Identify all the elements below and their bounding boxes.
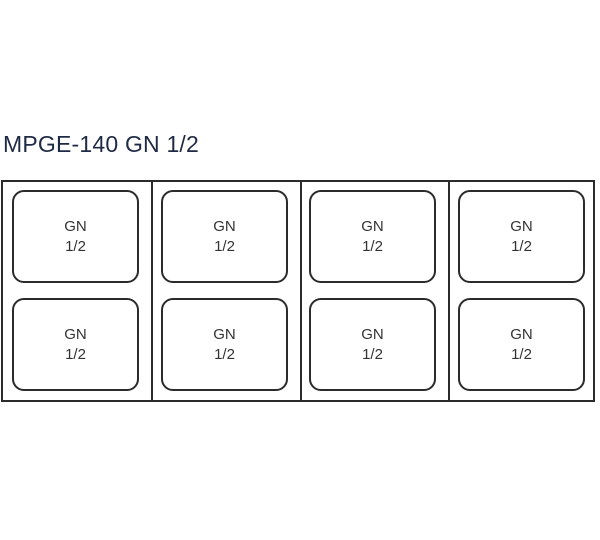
pan-label-size: 1/2 [362,345,383,363]
column-divider [151,182,153,400]
pan-label-gn: GN [64,325,87,343]
gn-pan: GN 1/2 [458,190,585,283]
pan-label-gn: GN [510,325,533,343]
pan-label-size: 1/2 [214,345,235,363]
pan-label-gn: GN [213,325,236,343]
pan-label-size: 1/2 [65,237,86,255]
pan-label-size: 1/2 [214,237,235,255]
pan-label-size: 1/2 [511,237,532,255]
gn-pan: GN 1/2 [309,298,436,391]
gn-pan: GN 1/2 [12,190,139,283]
pan-label-gn: GN [510,217,533,235]
gn-pan: GN 1/2 [309,190,436,283]
gn-pan: GN 1/2 [161,190,288,283]
gn-pan: GN 1/2 [12,298,139,391]
gn-pan: GN 1/2 [458,298,585,391]
column-divider [300,182,302,400]
pan-label-gn: GN [64,217,87,235]
pan-label-gn: GN [213,217,236,235]
pan-label-gn: GN [361,325,384,343]
pan-label-gn: GN [361,217,384,235]
gn-pan: GN 1/2 [161,298,288,391]
pan-label-size: 1/2 [65,345,86,363]
container-frame: GN 1/2 GN 1/2 GN 1/2 GN 1/2 GN 1/2 GN 1/… [1,180,595,402]
pan-label-size: 1/2 [362,237,383,255]
pan-label-size: 1/2 [511,345,532,363]
diagram-title: MPGE-140 GN 1/2 [3,131,200,157]
column-divider [448,182,450,400]
